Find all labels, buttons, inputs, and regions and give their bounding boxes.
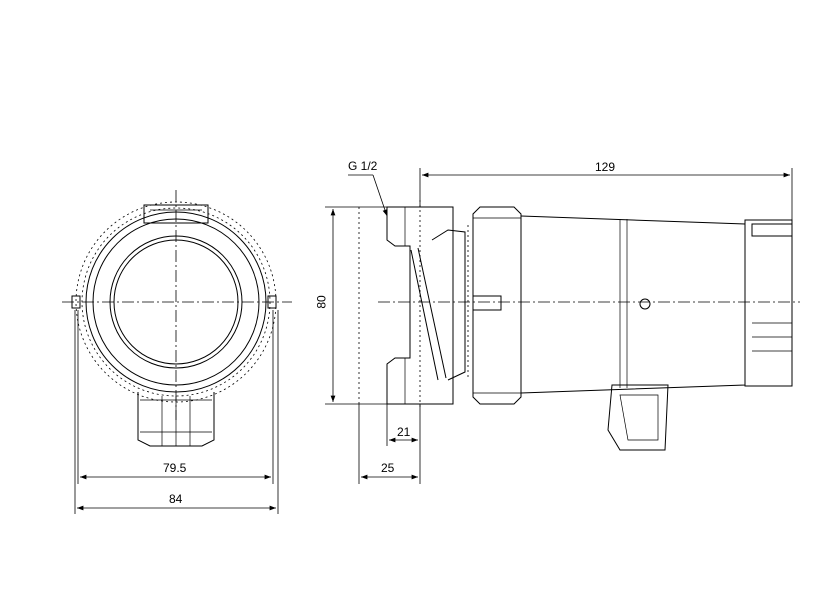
outer-width-dimension-label: 84 [169,492,183,506]
port-depth-dimension-label: 21 [397,425,411,439]
side-view [358,200,800,451]
length-dimension-label: 129 [595,160,616,174]
front-view [62,190,292,447]
thread-label: G 1/2 [348,159,378,173]
front-dimensions [74,310,279,514]
height-dimension-label: 80 [314,295,329,309]
inner-width-dimension-label: 79.5 [163,461,187,475]
side-dimensions [325,168,793,484]
port-offset-dimension-label: 25 [381,461,395,475]
